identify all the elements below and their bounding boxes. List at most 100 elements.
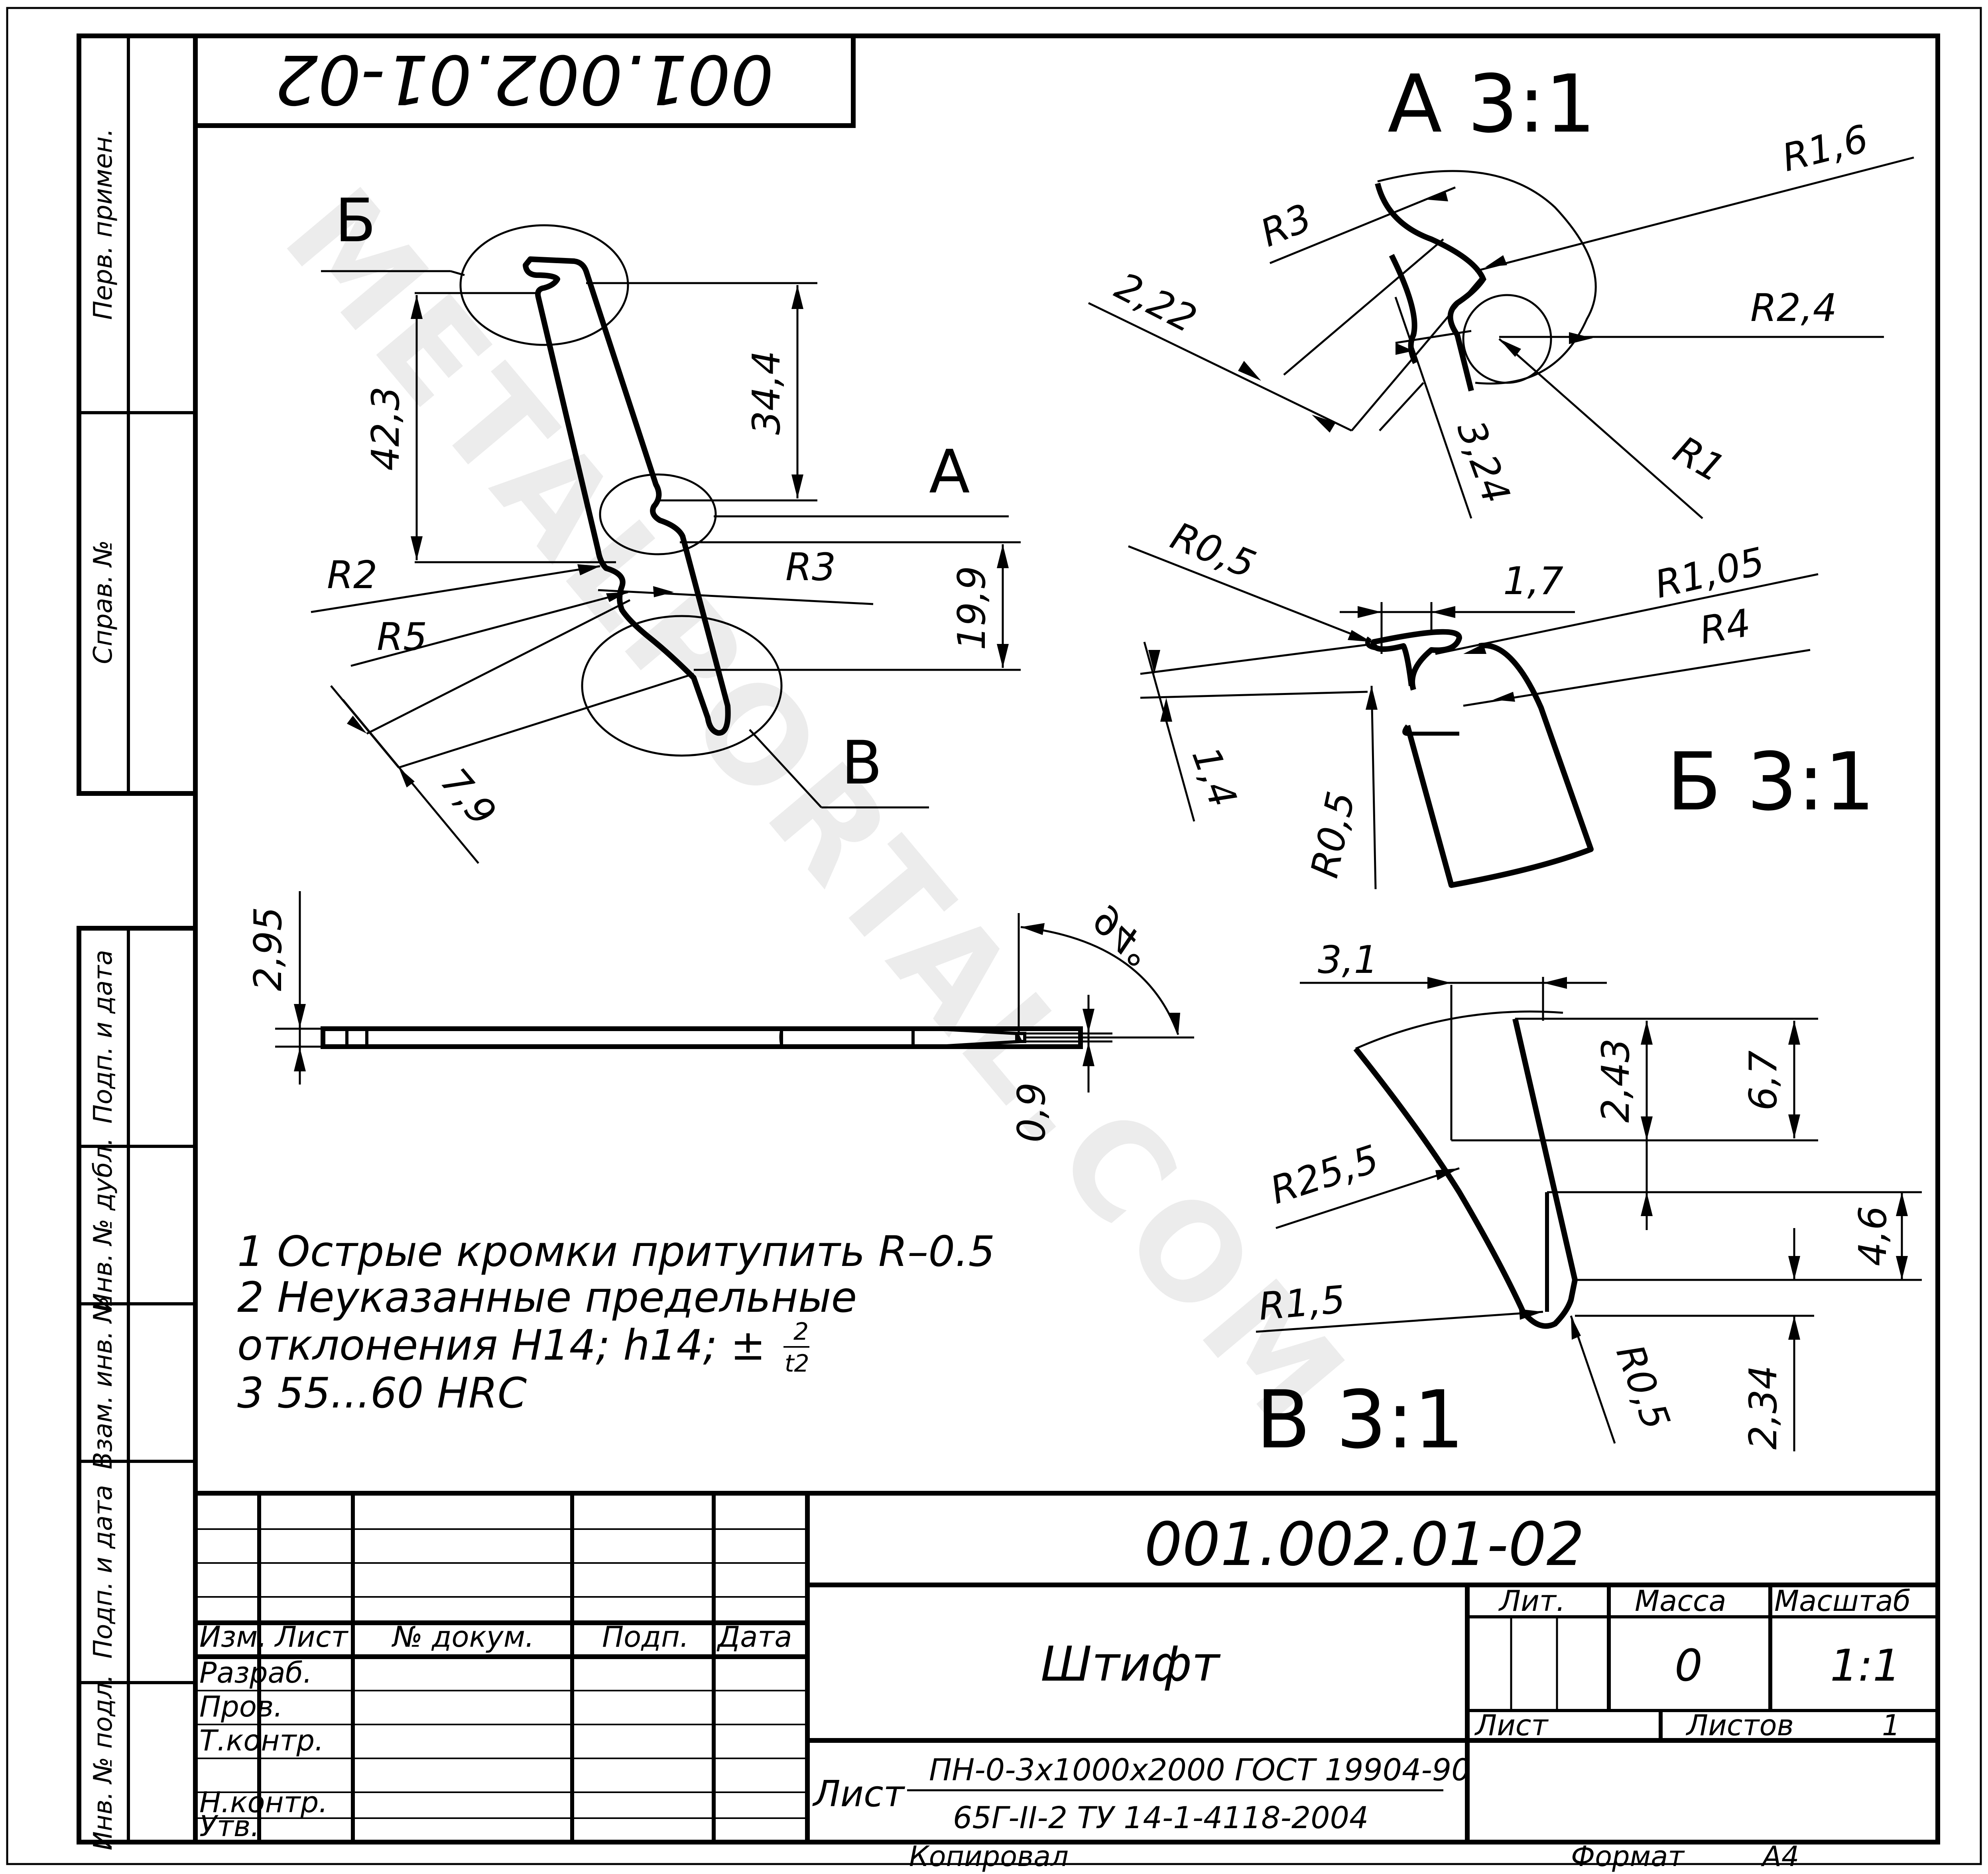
tb-massa: 0: [1675, 1640, 1703, 1691]
detail-b-title: Б 3:1: [1667, 736, 1875, 829]
tb-material-prefix: Лист: [812, 1773, 905, 1815]
detail-circle-a: [599, 473, 717, 555]
note-3-denominator: t2: [785, 1350, 809, 1378]
dim-0-9: 0,9: [1010, 1082, 1054, 1142]
detail-circle-b: [459, 224, 629, 346]
dim-r0-5-b-top: R0,5: [1165, 514, 1261, 587]
stamp-inv-podl: Инв. № подл.: [89, 1674, 118, 1850]
label-b-main: Б: [335, 186, 376, 256]
dim-r1-5: R1,5: [1257, 1278, 1347, 1329]
stamp-inv-dubl: Инв. № дубл.: [89, 1138, 118, 1312]
detail-v-outline: [1353, 1018, 1578, 1329]
dim-2-22: 2,22: [1108, 264, 1203, 341]
detail-v-title: В 3:1: [1256, 1374, 1464, 1467]
mirrored-designation-box: 001.002.01-02: [193, 33, 856, 128]
tb-masshtab-label: Масштаб: [1774, 1584, 1911, 1618]
stamp-sprav-no: Справ. №: [89, 540, 118, 664]
tb-hdr-n-dokum: № докум.: [391, 1620, 534, 1654]
tb-massa-label: Масса: [1635, 1584, 1726, 1618]
tb-hdr-podp: Подп.: [602, 1620, 689, 1654]
dim-34-4: 34,4: [745, 350, 789, 435]
dim-2-34: 2,34: [1742, 1365, 1785, 1450]
tb-hdr-izm: Изм.: [199, 1620, 267, 1654]
side-stamp-column: [77, 33, 198, 1844]
dim-3-1: 3,1: [1318, 938, 1378, 982]
tb-role-t-kontr: Т.контр.: [199, 1724, 324, 1757]
technical-notes: 1 Острые кромки притупить R–0.5 2 Неуказ…: [237, 1227, 995, 1417]
tb-hdr-list: Лист: [274, 1620, 349, 1654]
dim-2-95: 2,95: [246, 907, 290, 991]
stamp-perv-primen: Перв. примен.: [89, 128, 118, 320]
title-block-text: 001.002.01-02 Изм. Лист № докум. Подп. Д…: [199, 1510, 1911, 1873]
dim-r1-6: R1,6: [1778, 117, 1872, 180]
tb-designation: 001.002.01-02: [1144, 1510, 1584, 1579]
side-view-arrows: [294, 923, 1180, 1071]
dim-r4: R4: [1697, 601, 1754, 653]
tb-format: A4: [1761, 1840, 1799, 1872]
dim-19-9: 19,9: [950, 566, 994, 650]
dim-4-6: 4,6: [1851, 1206, 1895, 1266]
tb-format-label: Формат: [1571, 1840, 1685, 1872]
dim-r0-5-b-bottom: R0,5: [1303, 788, 1364, 882]
dim-r25-5: R25,5: [1265, 1137, 1384, 1213]
tb-role-utv: Утв.: [199, 1809, 260, 1843]
stamp-vzam-inv: Взам. инв. №: [89, 1296, 118, 1470]
tb-role-prov: Пров.: [199, 1690, 283, 1723]
main-view: [311, 224, 1021, 864]
label-v-main: В: [841, 728, 882, 798]
dim-42-3: 42,3: [364, 386, 408, 471]
dim-r1: R1: [1666, 428, 1732, 491]
tb-material-top: ПН-0-3x1000x2000 ГОСТ 19904-90: [929, 1752, 1471, 1787]
dim-r2-4: R2,4: [1750, 286, 1837, 330]
detail-a-title: А 3:1: [1388, 58, 1596, 151]
detail-b-labels: Б 3:1 R0,5 1,7 R1,05 R4 1,4 R0,5: [1165, 514, 1875, 882]
dim-r5: R5: [377, 615, 427, 659]
detail-v-labels: В 3:1 3,1 2,43 6,7 R25,5 4,6 R1,5 R0,5 2…: [1256, 938, 1895, 1467]
detail-v-arrows: [1427, 977, 1908, 1340]
note-2: 2 Неуказанные предельные: [237, 1273, 857, 1322]
main-view-arrows: [347, 285, 1009, 787]
title-block-lines: [193, 1491, 1940, 1844]
tb-hdr-data: Дата: [716, 1620, 792, 1654]
note-1: 1 Острые кромки притупить R–0.5: [237, 1227, 995, 1276]
side-stamp-labels: Перв. примен. Справ. № Подп. и дата Инв.…: [89, 128, 118, 1850]
detail-circle-v: [581, 615, 783, 757]
stamp-podp-data-1: Подп. и дата: [89, 950, 118, 1124]
dim-1-7: 1,7: [1503, 559, 1563, 603]
label-a-main: А: [929, 437, 970, 507]
detail-b-arrows: [1148, 606, 1515, 722]
detail-b-outline: [1370, 629, 1594, 888]
detail-a-arrows: [1238, 191, 1593, 433]
dim-3-24: 3,24: [1448, 415, 1518, 509]
outer-frame: [6, 7, 1982, 1865]
tb-lit-label: Лит.: [1498, 1584, 1565, 1618]
dim-94-deg: 94°: [1084, 897, 1163, 975]
tb-list-label: Лист: [1474, 1709, 1549, 1742]
tb-material-bottom: 65Г-II-2 ТУ 14-1-4118-2004: [953, 1800, 1368, 1835]
tb-masshtab: 1:1: [1830, 1640, 1901, 1691]
dim-1-4: 1,4: [1183, 741, 1245, 813]
note-3: отклонения H14; h14; ±: [237, 1321, 766, 1370]
side-view-labels: 2,95 0,9 94°: [246, 897, 1163, 1142]
dim-2-43: 2,43: [1594, 1038, 1638, 1123]
tb-role-n-kontr: Н.контр.: [199, 1785, 328, 1819]
note-4: 3 55...60 HRC: [237, 1369, 527, 1417]
note-3-numerator: 2: [793, 1318, 809, 1346]
dim-r2: R2: [327, 553, 377, 597]
tb-listov-label: Листов: [1685, 1709, 1794, 1742]
detail-a-labels: А 3:1 R1,6 R3 2,22 R2,4 3,24 R1: [1108, 58, 1873, 509]
dim-6-7: 6,7: [1742, 1050, 1785, 1110]
mirrored-designation: 001.002.01-02: [275, 39, 774, 118]
part-outline-main: [523, 256, 731, 736]
tb-name: Штифт: [1041, 1637, 1221, 1692]
detail-b: [1128, 545, 1819, 890]
dim-7-9: 7,9: [432, 760, 504, 834]
tb-kopiroval: Копировал: [909, 1840, 1069, 1872]
dim-r3: R3: [785, 545, 836, 589]
stamp-podp-data-2: Подп. и дата: [89, 1485, 118, 1659]
tb-role-razrab: Разраб.: [199, 1656, 312, 1689]
detail-a: [1088, 156, 1914, 519]
tb-listov: 1: [1882, 1709, 1900, 1742]
